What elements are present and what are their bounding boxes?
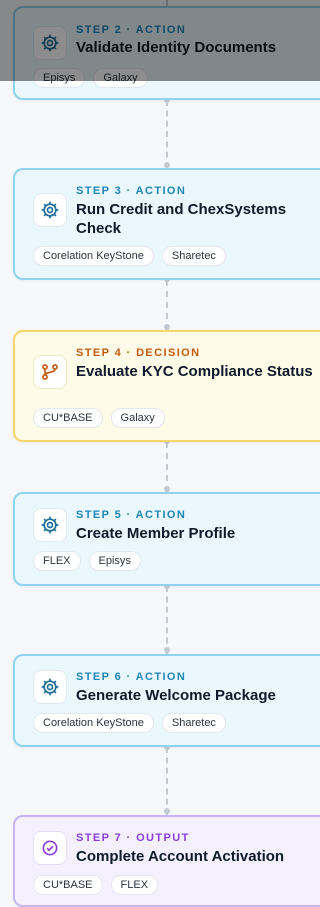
- step-title: Generate Welcome Package: [76, 687, 276, 704]
- system-tags: FLEX Episys: [33, 551, 141, 571]
- connector-line: [166, 747, 168, 815]
- connector-dot: [164, 744, 170, 750]
- system-tag: FLEX: [33, 551, 81, 571]
- system-tag: Sharetec: [161, 713, 226, 733]
- step-icon-box: [33, 670, 67, 704]
- system-tag: FLEX: [110, 875, 159, 895]
- modal-backdrop-overlay: [0, 0, 320, 81]
- check-circle-icon: [42, 840, 58, 856]
- system-tag: CU*BASE: [33, 875, 103, 895]
- branch-icon: [42, 364, 58, 380]
- connector-line: [166, 586, 168, 654]
- step-title: Run Credit and ChexSystems Check: [76, 201, 287, 237]
- connector-line: [166, 100, 168, 168]
- workflow-step-card[interactable]: STEP 5 · ACTION Create Member Profile FL…: [13, 492, 320, 586]
- connector-dot: [164, 583, 170, 589]
- system-tags: Corelation KeyStone Sharetec: [33, 246, 226, 266]
- step-type-label: STEP 2 · ACTION: [76, 24, 187, 36]
- system-tag: CU*BASE: [33, 408, 103, 428]
- step-title: Validate Identity Documents: [76, 39, 277, 56]
- connector-dot: [164, 324, 170, 330]
- connector-dot: [164, 97, 170, 103]
- step-icon-box: [33, 508, 67, 542]
- connector-line: [166, 0, 168, 6]
- gear-icon: [41, 678, 59, 696]
- system-tags: Episys Galaxy: [33, 68, 148, 88]
- system-tag: Sharetec: [161, 246, 226, 266]
- workflow-step-card[interactable]: STEP 7 · OUTPUT Complete Account Activat…: [13, 815, 320, 907]
- connector-dot: [164, 808, 170, 814]
- workflow-step-card[interactable]: STEP 3 · ACTION Run Credit and ChexSyste…: [13, 168, 320, 280]
- step-title: Complete Account Activation: [76, 848, 285, 865]
- system-tags: CU*BASE Galaxy: [33, 408, 165, 428]
- step-icon-box: [33, 355, 67, 389]
- connector-line: [166, 442, 168, 492]
- workflow-step-card[interactable]: STEP 6 · ACTION Generate Welcome Package…: [13, 654, 320, 747]
- step-icon-box: [33, 193, 67, 227]
- step-type-label: STEP 3 · ACTION: [76, 185, 187, 197]
- step-type-label: STEP 5 · ACTION: [76, 509, 187, 521]
- step-title: Create Member Profile: [76, 525, 236, 542]
- connector-line: [166, 280, 168, 330]
- step-type-label: STEP 4 · DECISION: [76, 347, 201, 359]
- system-tag: Episys: [33, 68, 86, 88]
- step-icon-box: [33, 831, 67, 865]
- system-tag: Episys: [88, 551, 141, 571]
- gear-icon: [41, 201, 59, 219]
- system-tag: Corelation KeyStone: [33, 713, 154, 733]
- system-tags: Corelation KeyStone Sharetec: [33, 713, 226, 733]
- gear-icon: [41, 34, 59, 52]
- step-type-label: STEP 6 · ACTION: [76, 671, 187, 683]
- system-tag: Galaxy: [93, 68, 148, 88]
- gear-icon: [41, 516, 59, 534]
- connector-dot: [164, 647, 170, 653]
- workflow-step-card[interactable]: STEP 2 · ACTION Validate Identity Docume…: [13, 6, 320, 100]
- connector-dot: [164, 486, 170, 492]
- workflow-step-card[interactable]: STEP 4 · DECISION Evaluate KYC Complianc…: [13, 330, 320, 442]
- system-tags: CU*BASE FLEX: [33, 875, 159, 895]
- step-icon-box: [33, 26, 67, 60]
- system-tag: Galaxy: [110, 408, 165, 428]
- step-title: Evaluate KYC Compliance Status: [76, 363, 313, 380]
- step-type-label: STEP 7 · OUTPUT: [76, 832, 190, 844]
- system-tag: Corelation KeyStone: [33, 246, 154, 266]
- connector-dot: [164, 162, 170, 168]
